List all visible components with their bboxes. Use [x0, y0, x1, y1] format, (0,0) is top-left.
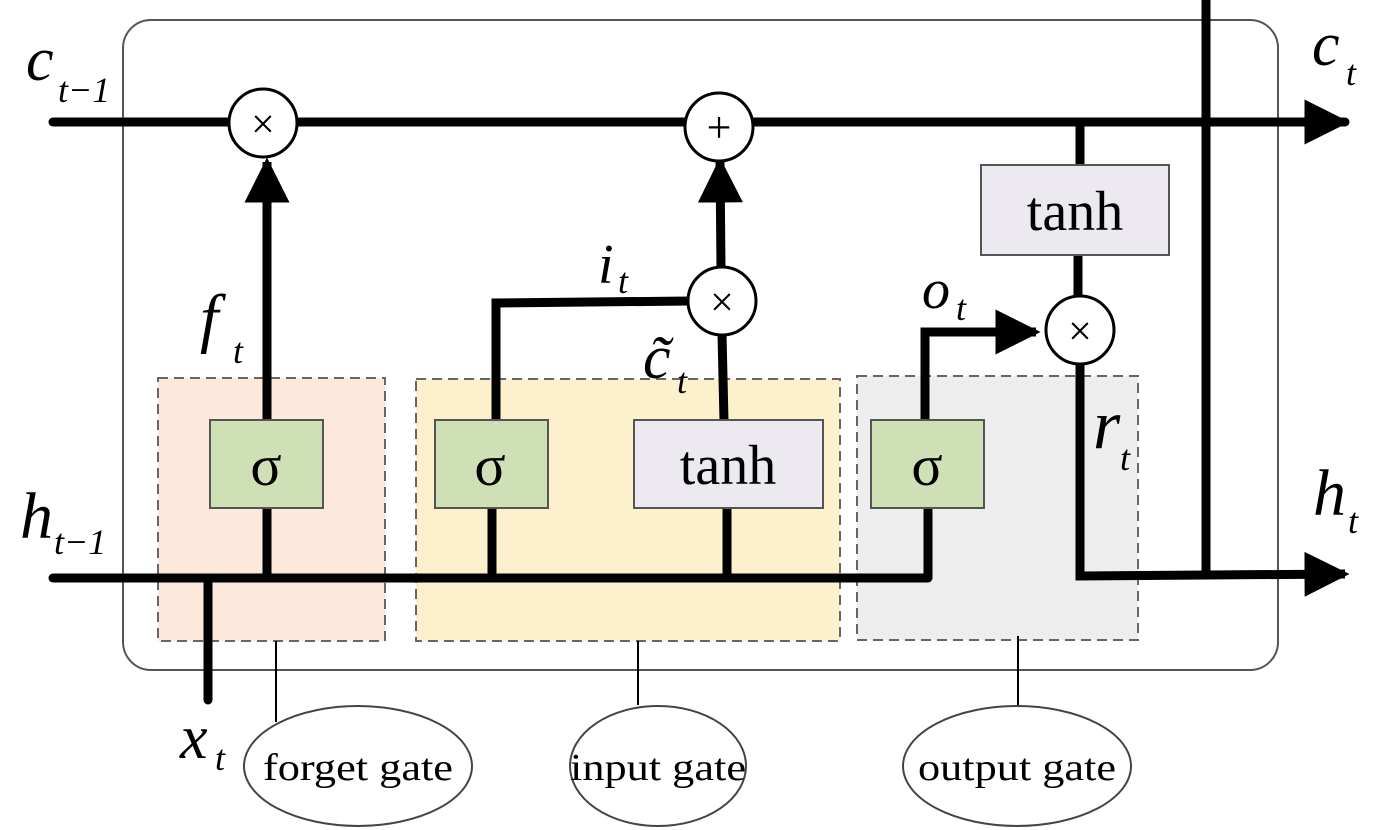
c-tilde-line [717, 333, 729, 422]
multiply-icon: × [710, 280, 734, 326]
output-multiply-op: × [1044, 294, 1116, 366]
svg-text:t: t [233, 331, 244, 371]
tanh-label: tanh [1027, 181, 1123, 243]
forget-multiply-op: × [227, 87, 299, 159]
svg-text:t: t [1348, 501, 1359, 541]
multiply-icon: × [251, 102, 275, 148]
f-t-label: f t [200, 282, 244, 371]
multiply-icon: × [1068, 309, 1092, 355]
input-product-to-add [697, 157, 743, 269]
svg-text:t: t [215, 738, 226, 778]
c-next-label: c t [1312, 11, 1357, 93]
sigma-label: σ [474, 433, 505, 498]
i-t-label: i t [598, 234, 629, 301]
svg-text:t: t [1120, 438, 1131, 478]
cell-frame [122, 19, 1279, 671]
forget-sigma-block: σ [209, 419, 324, 509]
svg-text:c: c [26, 26, 54, 94]
sigma-label: σ [911, 433, 942, 498]
svg-text:r: r [1093, 387, 1121, 464]
c-tilde-label: c̃ t [643, 324, 688, 401]
svg-text:x: x [179, 704, 208, 772]
svg-text:h: h [20, 480, 53, 553]
h-next-label: h t [1313, 457, 1359, 541]
svg-text:t: t [618, 261, 629, 301]
o-t-label: o t [922, 259, 967, 328]
r-t-label: r t [1093, 387, 1131, 478]
svg-text:t: t [956, 288, 967, 328]
svg-text:t: t [677, 361, 688, 401]
cell-add-op: + [683, 91, 755, 163]
svg-text:t−1: t−1 [54, 522, 106, 562]
svg-text:c̃: c̃ [643, 324, 674, 392]
h-prev-label: h t−1 [20, 480, 106, 562]
svg-text:c: c [1312, 11, 1340, 79]
plus-icon: + [707, 103, 732, 152]
output-sigma-block: σ [870, 419, 985, 509]
i-t-line [491, 296, 691, 421]
svg-text:t−1: t−1 [58, 70, 110, 110]
svg-text:forget gate: forget gate [263, 747, 453, 789]
forget-gate-oval: forget gate [243, 705, 473, 827]
output-gate-oval: output gate [902, 705, 1132, 827]
svg-text:h: h [1313, 457, 1346, 530]
input-sigma-block: σ [434, 419, 549, 509]
svg-text:output gate: output gate [918, 747, 1116, 789]
input-gate-region [415, 378, 841, 642]
o-t-line [920, 309, 1041, 421]
tanh-label: tanh [680, 435, 776, 497]
input-gate-oval: input gate [569, 705, 747, 827]
svg-text:t: t [1346, 53, 1357, 93]
r-t-line [1075, 362, 1350, 597]
svg-text:i: i [598, 234, 614, 296]
sigma-label: σ [250, 433, 281, 498]
x-t-label: x t [179, 704, 226, 778]
svg-text:o: o [922, 259, 950, 321]
input-tanh-block: tanh [633, 419, 824, 509]
cell-tanh-block: tanh [980, 164, 1170, 256]
input-multiply-op: × [686, 265, 758, 337]
svg-text:input gate: input gate [570, 747, 746, 789]
svg-text:f: f [200, 282, 226, 355]
c-prev-label: c t−1 [26, 26, 110, 110]
